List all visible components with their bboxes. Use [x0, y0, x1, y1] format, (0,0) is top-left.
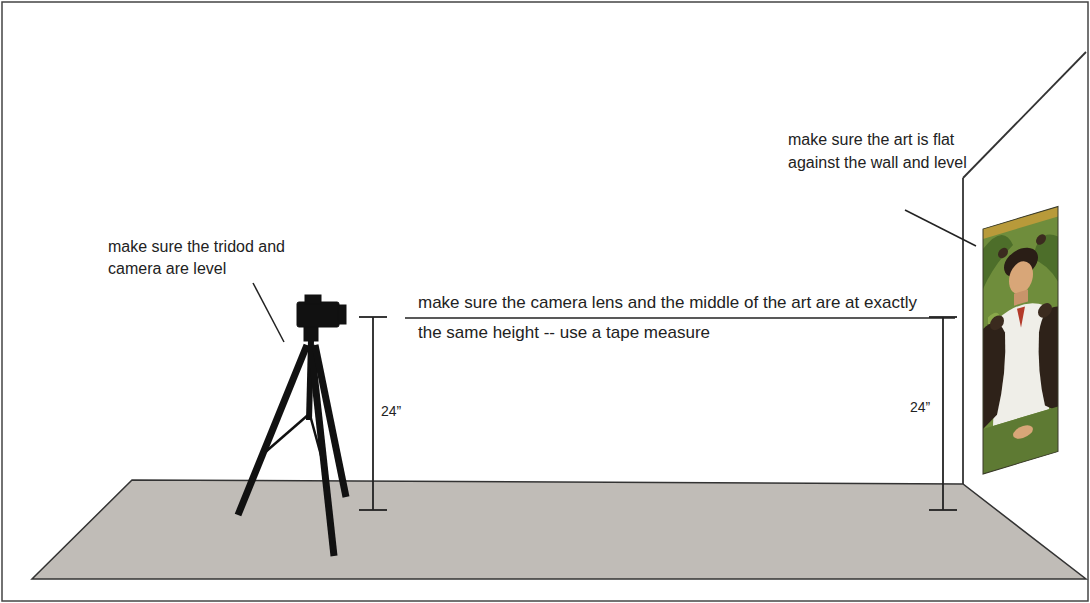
dimension-label: 24” [381, 402, 421, 420]
note-label: make sure the tridod and camera are leve… [108, 236, 298, 280]
dimension-label: 24” [910, 398, 940, 416]
wall-edge [962, 178, 964, 484]
leader-line [253, 283, 284, 342]
painting [983, 207, 1058, 475]
tripod-camera [238, 295, 346, 556]
floor [32, 480, 1086, 579]
dimension-bracket [929, 317, 957, 510]
note-label: make sure the art is flat against the wa… [788, 128, 968, 174]
wall-top [963, 52, 1086, 178]
height-rule [405, 317, 955, 319]
note-label: make sure the camera lens and the middle… [418, 288, 923, 348]
leader-line [905, 210, 976, 246]
